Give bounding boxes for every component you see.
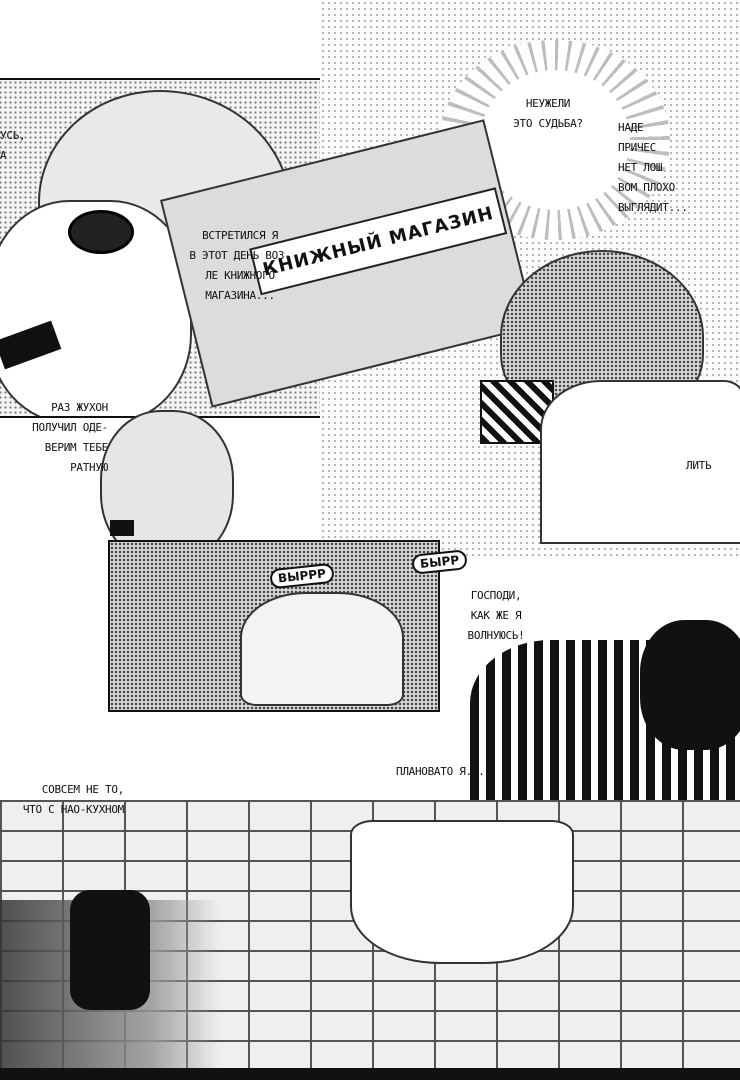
narration-not-the-same: СОВСЕМ НЕ ТО, ЧТО С НАО-КУХНОМ <box>22 783 124 816</box>
sunburst-core <box>480 70 630 210</box>
girl-mid-collar <box>110 520 134 536</box>
boy-coat <box>540 380 740 544</box>
speech-bubble-nervous: ГОСПОДИ, КАК ЖЕ Я ВОЛНУЮСЬ! <box>467 589 525 642</box>
narration-bookstore: ВСТРЕТИЛСЯ Я В ЭТОТ ДЕНЬ ВОЗ- ЛЕ КНИЖНОГ… <box>189 229 291 302</box>
panel-middle <box>108 540 440 712</box>
speech-bubble-planned: ПЛАНОВАТО Я... <box>396 765 485 778</box>
narration-zhuhon: РАЗ ЖУХОН ПОЛУЧИЛ ОДЕ- ВЕРИМ ТЕБЕ РАТНУЮ <box>32 401 108 474</box>
speech-bubble-destiny: НЕУЖЕЛИ ЭТО СУДЬБА? <box>513 97 583 130</box>
hands-tapping <box>240 592 404 706</box>
boots <box>70 890 150 1010</box>
speech-bubble-hairstyle: НАДЕ ПРИЧЕС НЕТ ЛОШ ВОМ ПЛОХО ВЫГЛЯДИТ..… <box>618 121 688 214</box>
bottom-bar <box>0 1068 740 1080</box>
speech-bubble-cut-left: УСЬ, А <box>0 129 26 162</box>
speech-bubble-cut-right: ЛИТЬ <box>686 459 712 472</box>
character-eye <box>68 210 134 254</box>
skirt <box>350 820 574 964</box>
dark-hair-bottom <box>640 620 740 750</box>
girl-mid-hair <box>100 410 234 564</box>
sfx-tap-right: БЫРР <box>411 549 469 575</box>
